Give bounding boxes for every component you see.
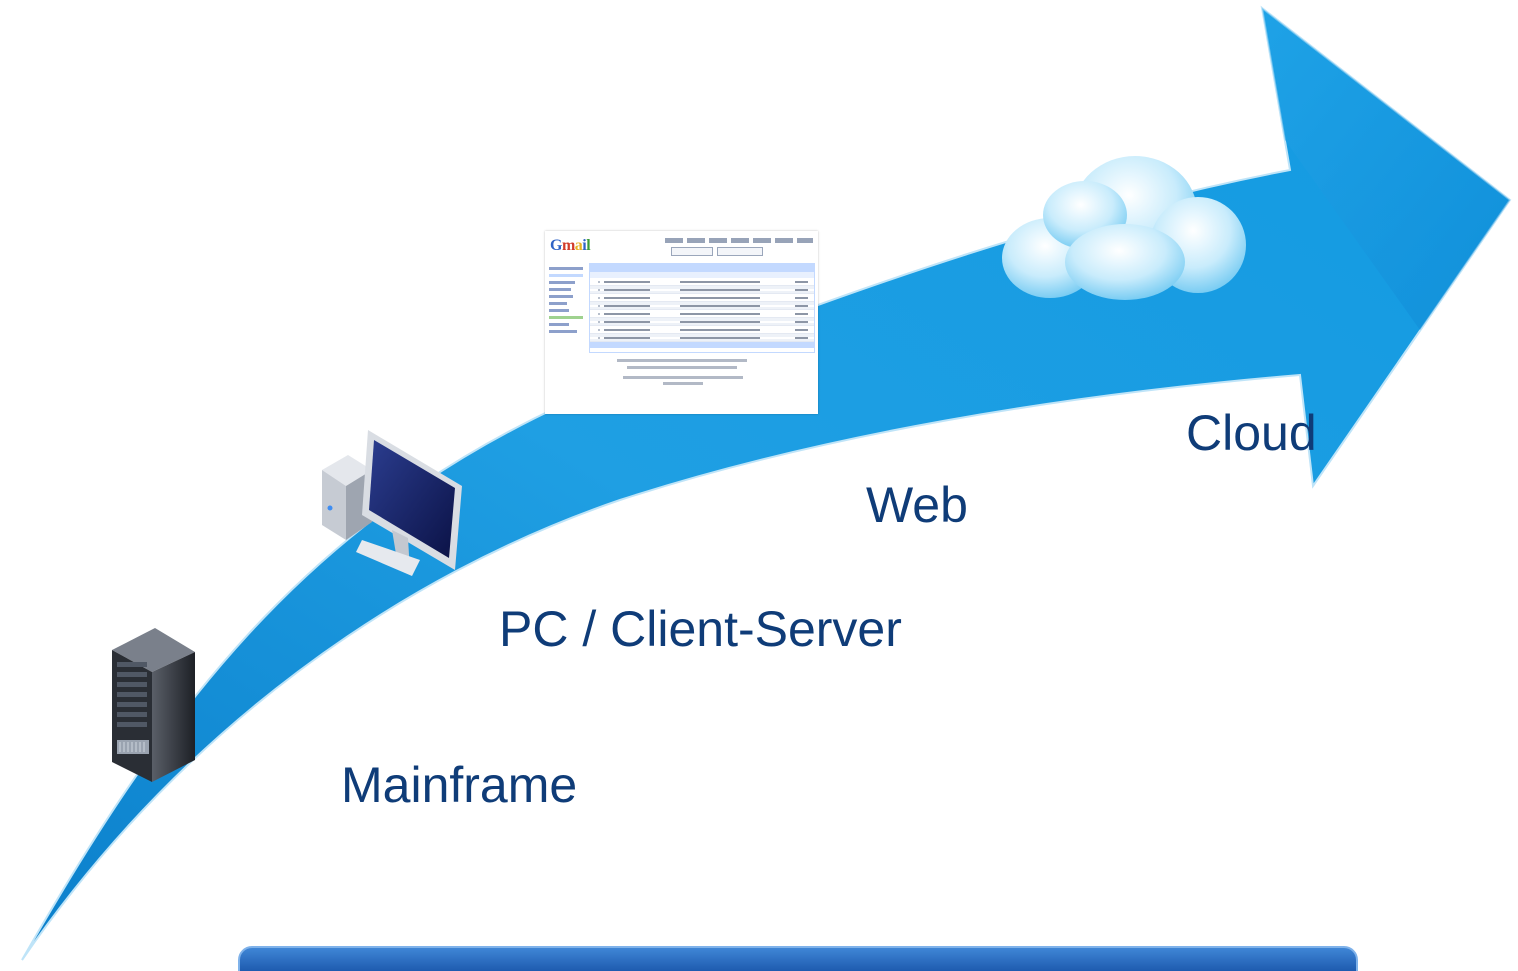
cloud-icon — [1002, 156, 1246, 300]
arrow-head-highlight — [1262, 8, 1510, 330]
top-links — [665, 238, 813, 243]
search-button — [671, 247, 713, 256]
search-web-button — [717, 247, 763, 256]
server-rack-icon — [112, 628, 195, 782]
era-label-web: Web — [866, 477, 968, 533]
gmail-logo: Gmail — [550, 237, 591, 254]
mail-sidebar — [549, 267, 585, 357]
webmail-screenshot: Gmail — [545, 231, 818, 414]
arrow-body — [21, 5, 1512, 961]
message-list — [589, 263, 815, 353]
bottom-banner — [238, 946, 1358, 971]
era-label-pc-client-server: PC / Client-Server — [499, 601, 902, 657]
era-label-mainframe: Mainframe — [341, 757, 578, 813]
desktop-computer-icon — [322, 430, 462, 576]
era-label-cloud: Cloud — [1186, 405, 1317, 461]
